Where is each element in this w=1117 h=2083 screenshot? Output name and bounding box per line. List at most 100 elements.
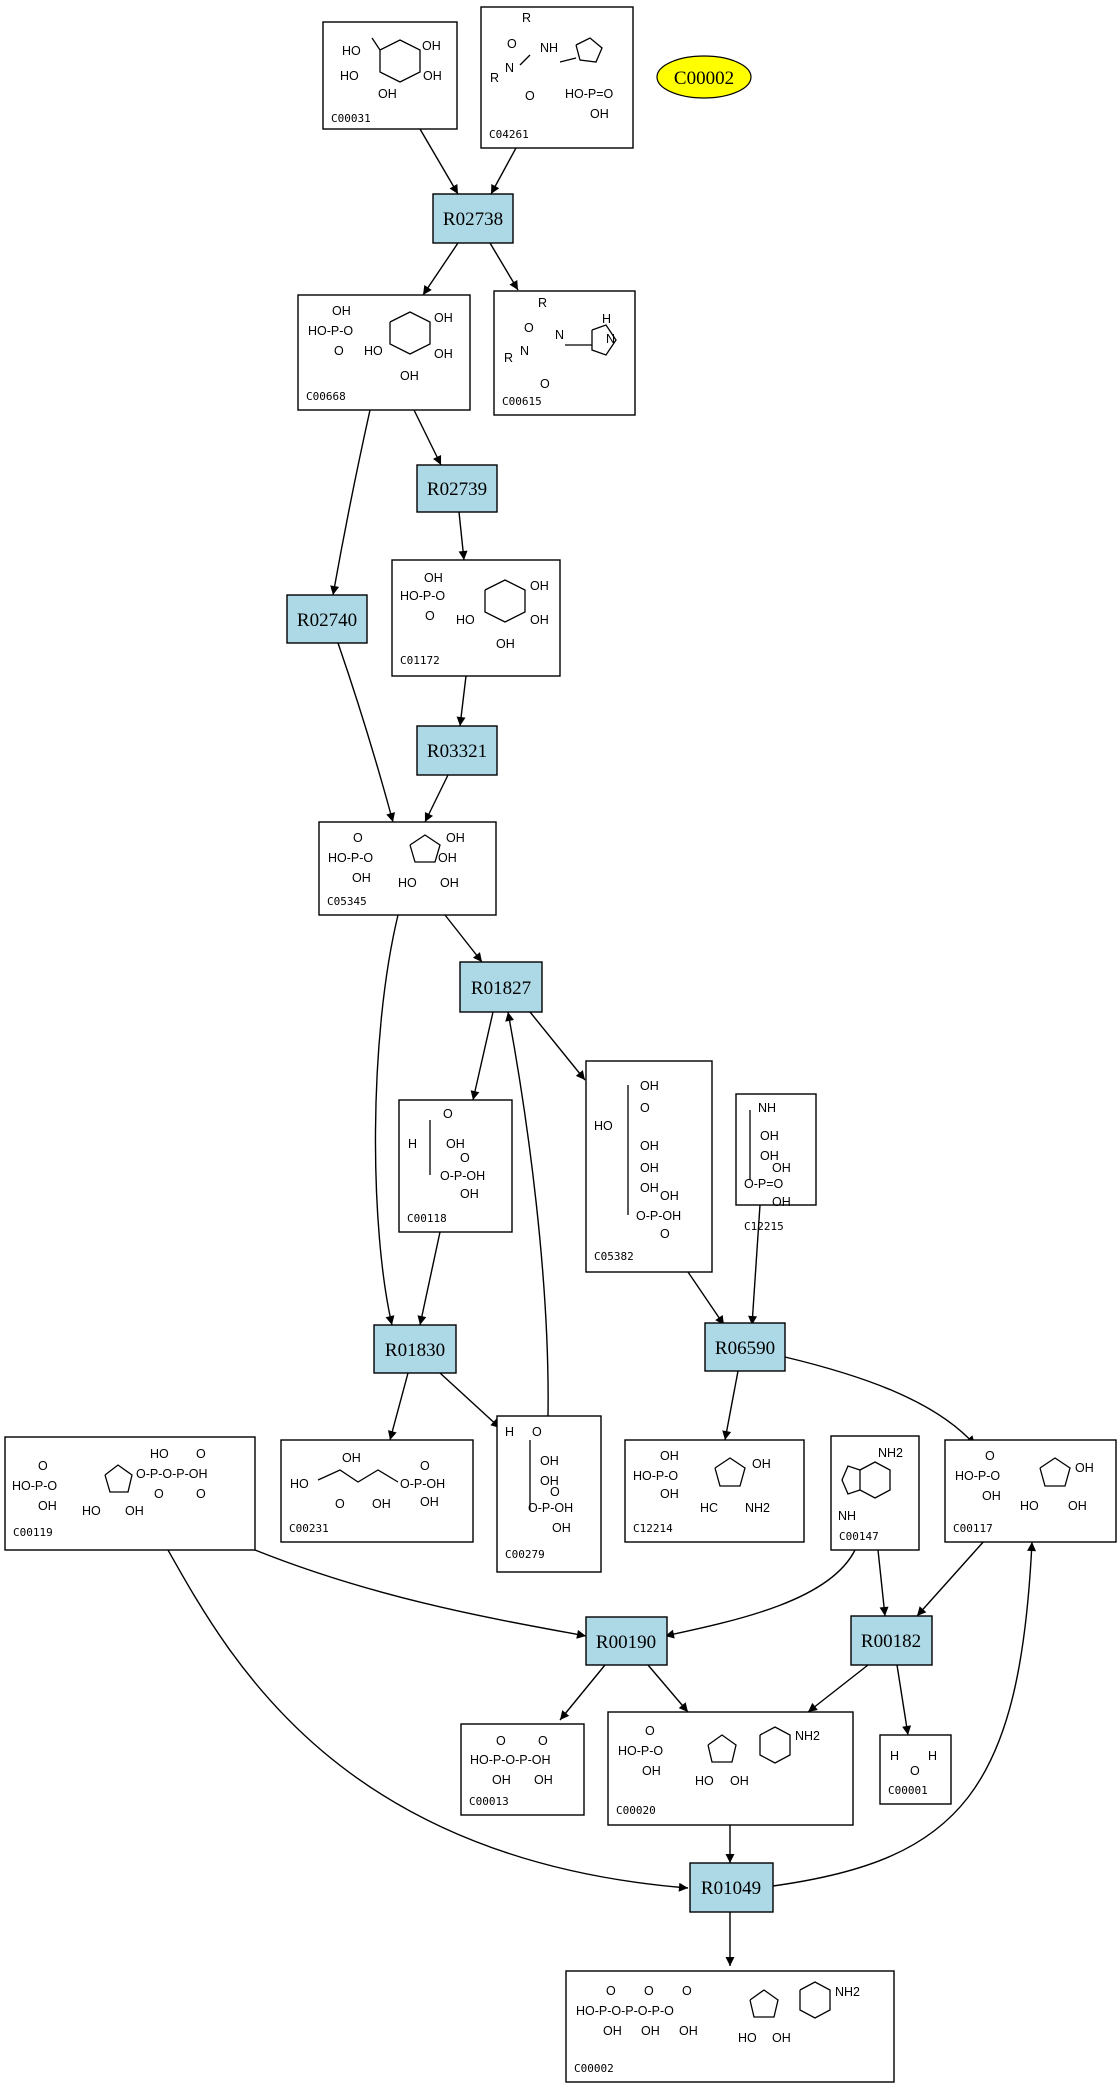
reaction-r02740[interactable]: R02740 <box>286 594 368 644</box>
svg-text:OH: OH <box>496 637 515 651</box>
svg-text:O-P-OH: O-P-OH <box>400 1477 445 1491</box>
compound-c00668[interactable]: OH HO-P-O O OH HO OH OH C00668 <box>297 294 471 411</box>
compound-c00031[interactable]: HO OH HO OH OH C00031 <box>322 21 458 130</box>
reaction-box <box>286 594 368 644</box>
structure-amp: O HO-P-O OH NH2 HO OH <box>618 1724 820 1788</box>
structure-c05345: O HO-P-O OH OH OH HO OH <box>328 831 465 890</box>
structure-c00231: OH HO O-P-OH O OH O OH <box>290 1451 445 1511</box>
svg-text:O: O <box>196 1447 206 1461</box>
reaction-r06590[interactable]: R06590 <box>704 1322 786 1372</box>
svg-text:OH: OH <box>352 871 371 885</box>
compound-c05345[interactable]: O HO-P-O OH OH OH HO OH C05345 <box>318 821 497 916</box>
svg-text:OH: OH <box>492 1773 511 1787</box>
compound-c00001[interactable]: H O H C00001 <box>879 1734 952 1805</box>
reaction-r02738[interactable]: R02738 <box>432 193 514 244</box>
compound-c04261[interactable]: R O NH N R O HO-P=O OH C04261 <box>480 6 634 149</box>
structure-c00279: H O OH OH O-P-OH O OH <box>505 1425 573 1535</box>
svg-text:OH: OH <box>530 579 549 593</box>
compound-box <box>607 1711 854 1826</box>
svg-text:OH: OH <box>760 1149 779 1163</box>
svg-text:HO: HO <box>695 1774 714 1788</box>
svg-text:NH: NH <box>540 41 558 55</box>
edge-c05382-r06590 <box>687 1271 725 1326</box>
compound-box <box>297 294 471 411</box>
compound-c12215[interactable]: NH OH OH O-P=O OH OH C12215 <box>735 1093 817 1233</box>
compound-box <box>830 1435 920 1551</box>
svg-text:OH: OH <box>640 1079 659 1093</box>
reaction-r00182[interactable]: R00182 <box>850 1615 933 1666</box>
svg-text:OH: OH <box>982 1489 1001 1503</box>
structure-adenine: NH2 NH <box>838 1446 903 1523</box>
reaction-r00190[interactable]: R00190 <box>585 1616 668 1666</box>
svg-text:O: O <box>538 1734 548 1748</box>
svg-text:O: O <box>644 1984 654 1998</box>
svg-text:H: H <box>890 1749 899 1763</box>
compound-c00013[interactable]: O O HO-P-O-P-OH OH OH C00013 <box>460 1723 585 1816</box>
compound-label: C00119 <box>13 1526 53 1539</box>
edge-c01172-r03321 <box>456 675 467 727</box>
compound-label: C00002 <box>574 2062 614 2075</box>
compound-box <box>493 290 636 416</box>
highlight-c00002[interactable]: C00002 <box>656 55 752 99</box>
structure-c12214: OH HO-P-O OH OH HC NH2 <box>633 1449 771 1515</box>
reaction-box <box>432 193 514 244</box>
compound-c00002[interactable]: O O O HO-P-O-P-O-P-O OH OH OH NH2 HO OH … <box>565 1970 895 2083</box>
compound-c00279[interactable]: H O OH OH O-P-OH O OH C00279 <box>496 1415 602 1573</box>
compound-c00020[interactable]: O HO-P-O OH NH2 HO OH C00020 <box>607 1711 854 1826</box>
reaction-r02739[interactable]: R02739 <box>416 464 498 513</box>
compound-label: C00147 <box>839 1530 879 1543</box>
edge-c00668-r02739 <box>413 409 442 466</box>
structure-pyrophosphate: O O HO-P-O-P-OH OH OH <box>470 1734 553 1787</box>
svg-text:NH2: NH2 <box>835 1985 860 1999</box>
compound-c00117[interactable]: O HO-P-O OH OH HO OH C00117 <box>944 1439 1117 1543</box>
compound-label: C00118 <box>407 1212 447 1225</box>
svg-text:OH: OH <box>440 876 459 890</box>
highlight-ellipse <box>656 55 752 99</box>
compound-c12214[interactable]: OH HO-P-O OH OH HC NH2 C12214 <box>624 1439 805 1543</box>
reaction-r01830[interactable]: R01830 <box>373 1324 457 1374</box>
svg-text:NH: NH <box>838 1509 856 1523</box>
compound-c00147[interactable]: NH2 NH C00147 <box>830 1435 920 1551</box>
edge-c00668-r02740 <box>330 409 371 596</box>
svg-text:O: O <box>532 1425 542 1439</box>
compound-c05382[interactable]: OH O HO OH OH OH O-P-OH OH O C05382 <box>585 1060 713 1273</box>
reaction-r01049[interactable]: R01049 <box>689 1862 774 1913</box>
svg-text:OH: OH <box>434 347 453 361</box>
highlight-label: C00002 <box>674 68 734 89</box>
reaction-box <box>689 1862 774 1913</box>
svg-text:O-P-OH: O-P-OH <box>440 1169 485 1183</box>
svg-text:O: O <box>985 1449 995 1463</box>
compound-c00119[interactable]: O HO-P-O OH O-P-O-P-OH HO O O O HO OH C0… <box>4 1436 256 1551</box>
structure-c00615: R O N H N R N O <box>504 296 617 391</box>
structure-c12215: NH OH OH O-P=O OH OH <box>744 1101 791 1209</box>
compound-box <box>4 1436 256 1551</box>
reaction-box <box>459 961 543 1013</box>
svg-text:HO: HO <box>398 876 417 890</box>
reaction-label: R02739 <box>427 479 487 500</box>
compound-box <box>318 821 497 916</box>
compound-c00615[interactable]: R O N H N R N O C00615 <box>493 290 636 416</box>
svg-text:R: R <box>504 351 513 365</box>
svg-text:OH: OH <box>420 1495 439 1509</box>
edge-r00182-c00001 <box>896 1664 912 1736</box>
compound-box <box>565 1970 895 2083</box>
svg-text:OH: OH <box>422 39 441 53</box>
reaction-box <box>416 725 498 776</box>
svg-text:OH: OH <box>438 851 457 865</box>
compound-box <box>735 1093 817 1206</box>
edge-r06590-c12214 <box>722 1370 739 1441</box>
reaction-r03321[interactable]: R03321 <box>416 725 498 776</box>
compound-label: C00231 <box>289 1522 329 1535</box>
compound-c00118[interactable]: O H OH O-P-OH O OH C00118 <box>398 1099 513 1233</box>
svg-text:O: O <box>353 831 363 845</box>
svg-text:NH2: NH2 <box>745 1501 770 1515</box>
reaction-r01827[interactable]: R01827 <box>459 961 543 1013</box>
svg-text:OH: OH <box>590 107 609 121</box>
structure-c00119: O HO-P-O OH O-P-O-P-OH HO O O O HO OH <box>12 1447 208 1518</box>
svg-text:O-P-OH: O-P-OH <box>528 1501 573 1515</box>
compound-c01172[interactable]: OH HO-P-O O OH HO OH OH C01172 <box>391 559 561 677</box>
compound-c00231[interactable]: OH HO O-P-OH O OH O OH C00231 <box>280 1439 474 1543</box>
structure-c00668: OH HO-P-O O OH HO OH OH <box>308 304 453 383</box>
svg-text:OH: OH <box>378 87 397 101</box>
